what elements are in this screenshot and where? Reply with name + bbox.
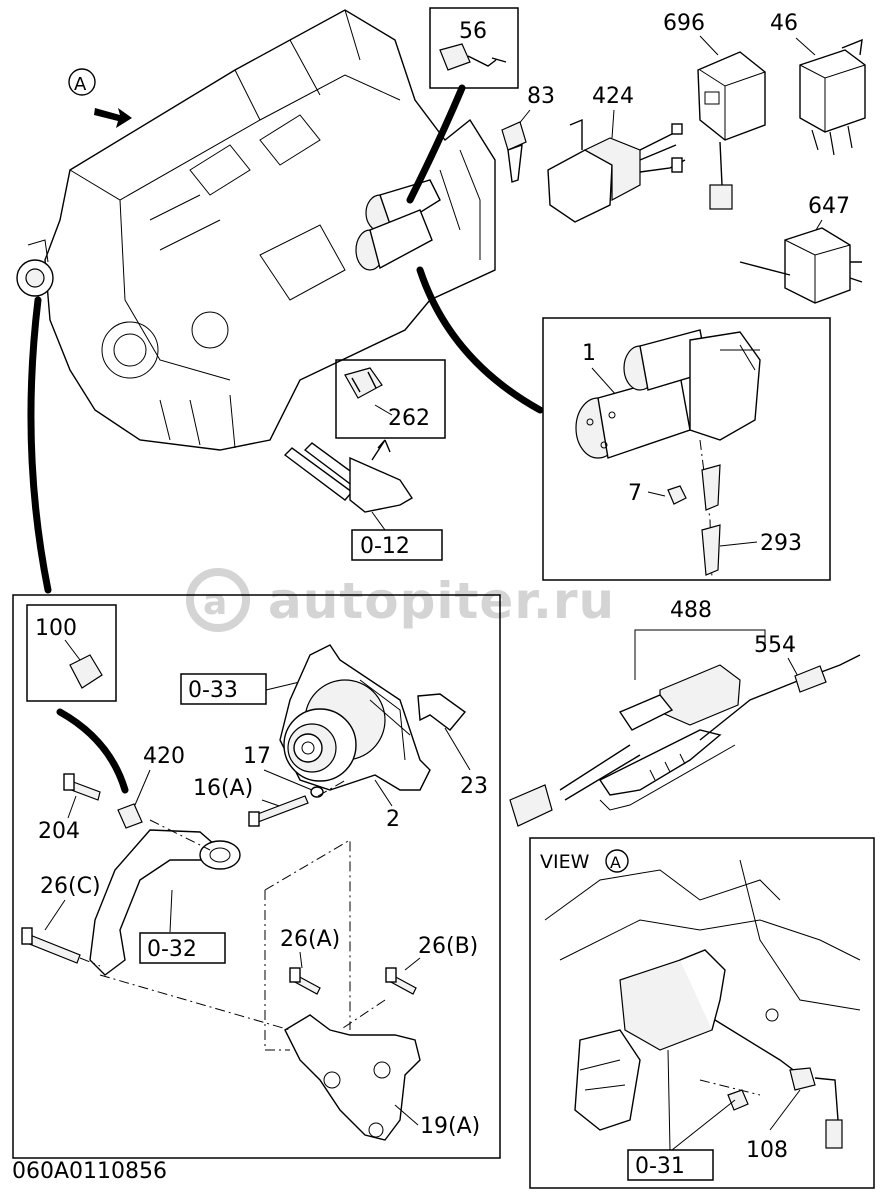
alternator-box xyxy=(12,594,501,1159)
part-262: 262 xyxy=(335,359,446,461)
part-26a-26b: 26(A) 26(B) xyxy=(280,927,478,995)
alternator-illustration: 2 xyxy=(279,644,431,832)
part-424: 424 xyxy=(547,84,686,223)
part-17-16a: 17 16(A) xyxy=(193,744,347,827)
label-488: 488 xyxy=(670,598,712,623)
label-0-32: 0-32 xyxy=(147,937,197,962)
part-696: 696 xyxy=(663,11,766,210)
part-83: 83 xyxy=(501,84,555,183)
label-0-33: 0-33 xyxy=(188,678,238,703)
leader-56 xyxy=(406,84,466,204)
label-26a: 26(A) xyxy=(280,927,340,952)
view-marker-a: A xyxy=(68,68,132,128)
label-108: 108 xyxy=(746,1138,788,1163)
label-16a: 16(A) xyxy=(193,776,253,801)
part-420-204: 420 204 xyxy=(38,744,185,844)
label-420: 420 xyxy=(143,744,185,769)
label-262: 262 xyxy=(388,406,430,431)
leader-alternator xyxy=(27,296,52,594)
label-2: 2 xyxy=(386,807,400,832)
label-46: 46 xyxy=(770,11,798,36)
part-647: 647 xyxy=(739,194,863,304)
label-17: 17 xyxy=(243,744,271,769)
starter-box: 1 7 293 xyxy=(542,317,831,581)
watermark: a autopiter.ru xyxy=(186,568,615,632)
part-488-554: 488 554 xyxy=(509,598,861,827)
part-56: 56 xyxy=(429,7,519,89)
part-0-12: 0-12 xyxy=(283,442,443,561)
svg-text:a: a xyxy=(203,582,227,623)
part-100: 100 xyxy=(26,604,117,702)
label-696: 696 xyxy=(663,11,705,36)
view-a-box: VIEW A 108 0-31 xyxy=(529,837,875,1189)
watermark-text: autopiter.ru xyxy=(268,572,615,630)
arrow-icon xyxy=(94,108,132,128)
assembly-lines xyxy=(99,819,386,1051)
view-marker-label: A xyxy=(74,74,87,95)
view-box-marker: A xyxy=(610,853,621,872)
label-1: 1 xyxy=(582,341,596,366)
leader-100 xyxy=(56,708,129,794)
label-204: 204 xyxy=(38,819,80,844)
label-26c: 26(C) xyxy=(40,874,101,899)
part-0-33: 0-33 xyxy=(180,673,309,705)
part-0-32: 0-32 xyxy=(89,829,241,976)
label-0-31: 0-31 xyxy=(635,1154,685,1179)
leader-starter xyxy=(416,266,544,414)
label-0-12: 0-12 xyxy=(360,534,410,559)
label-19a: 19(A) xyxy=(420,1114,480,1139)
label-23: 23 xyxy=(460,774,488,799)
part-19a: 19(A) xyxy=(284,1014,480,1141)
label-83: 83 xyxy=(527,84,555,109)
view-box-title: VIEW xyxy=(540,851,590,873)
label-424: 424 xyxy=(592,84,634,109)
label-56: 56 xyxy=(459,19,487,44)
label-26b: 26(B) xyxy=(418,934,478,959)
engine-illustration xyxy=(16,9,496,451)
part-23: 23 xyxy=(417,693,488,799)
label-100: 100 xyxy=(35,616,77,641)
label-647: 647 xyxy=(808,194,850,219)
label-293: 293 xyxy=(760,531,802,556)
part-46: 46 xyxy=(770,11,866,156)
part-26c: 26(C) xyxy=(21,874,101,967)
label-554: 554 xyxy=(754,633,796,658)
label-7: 7 xyxy=(628,481,642,506)
diagram-code: 060A0110856 xyxy=(12,1159,167,1184)
